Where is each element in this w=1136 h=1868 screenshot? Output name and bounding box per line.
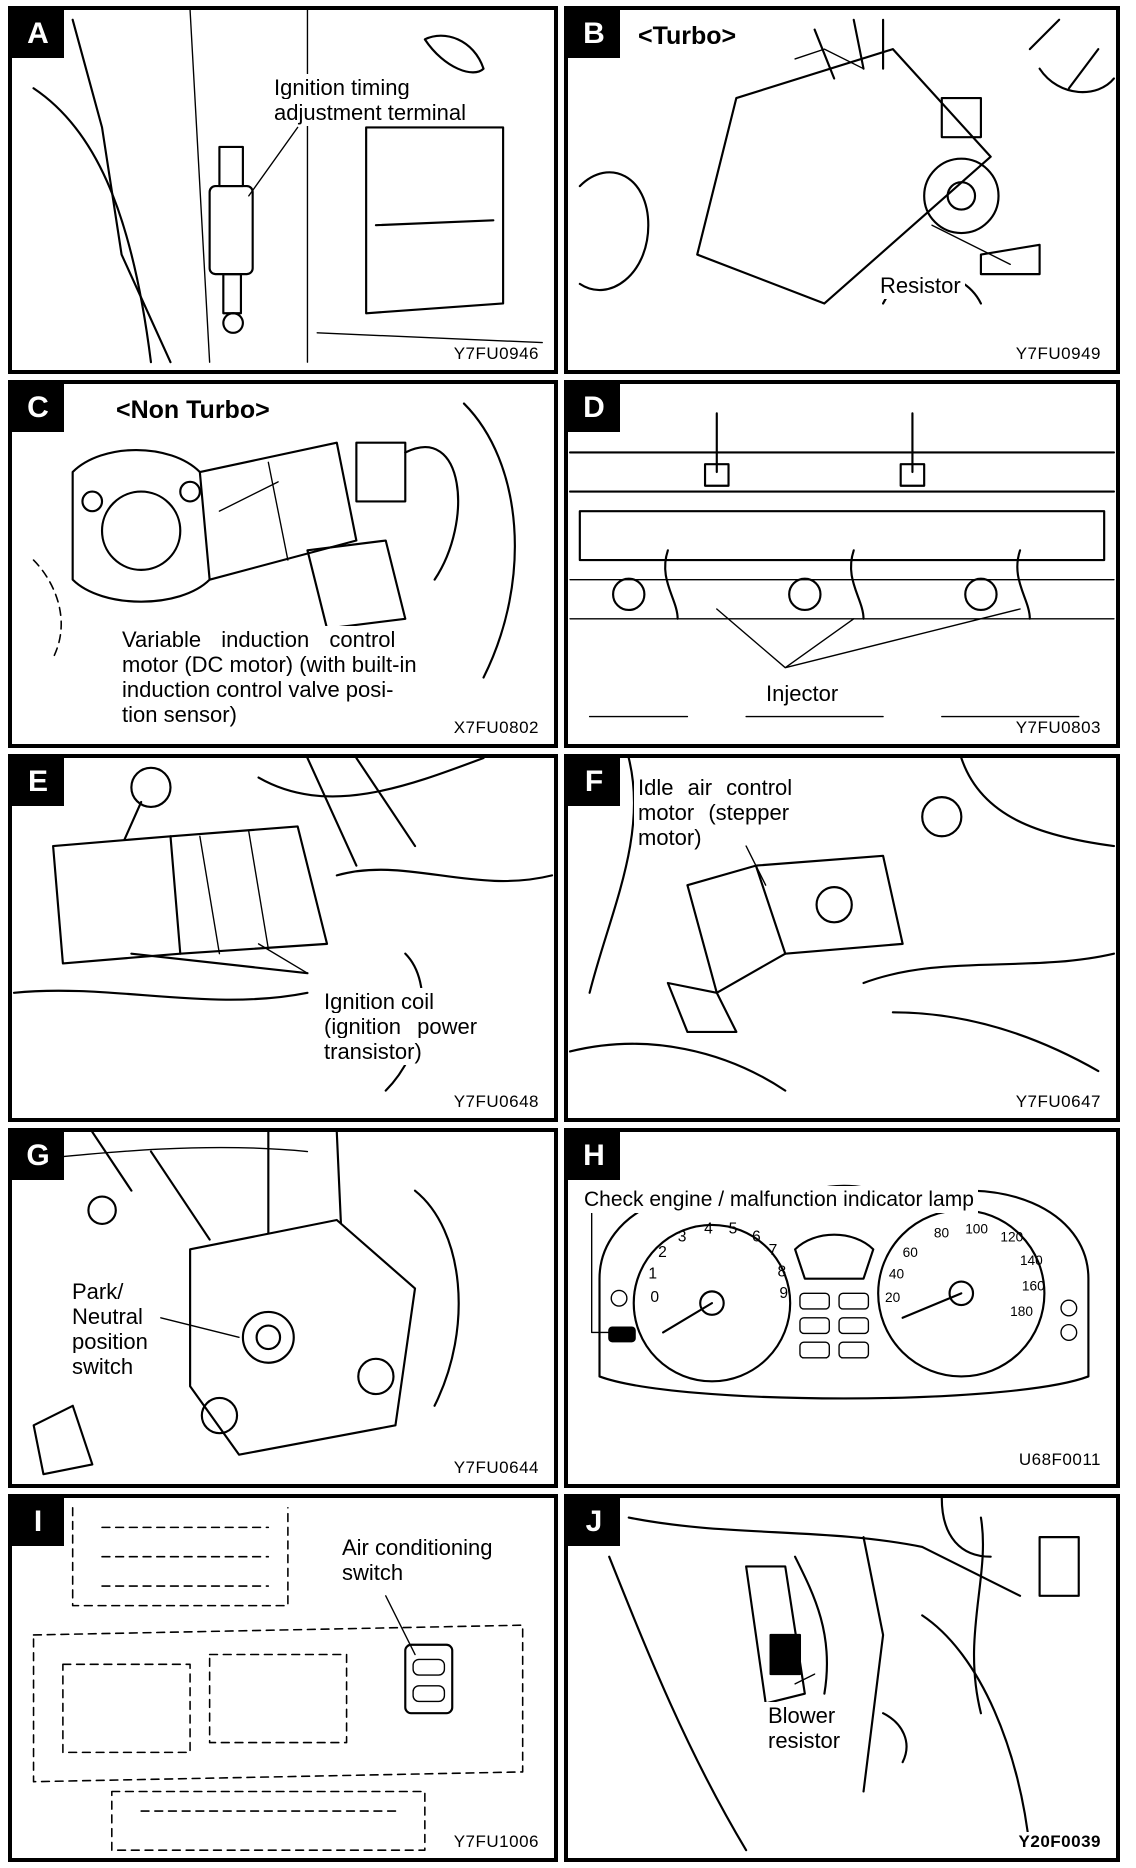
svg-text:180: 180 — [1010, 1304, 1033, 1319]
check-engine-label: Check engine / malfunction indicator lam… — [580, 1186, 978, 1213]
svg-text:5: 5 — [729, 1221, 738, 1238]
idle-air-label-line3: motor) — [634, 824, 706, 851]
ignition-coil-drawing — [12, 758, 554, 1092]
svg-text:9: 9 — [779, 1285, 788, 1302]
panel-e-code: Y7FU0648 — [450, 1092, 542, 1112]
panel-c-code: X7FU0802 — [450, 718, 542, 738]
svg-text:60: 60 — [903, 1245, 919, 1260]
svg-text:20: 20 — [885, 1290, 901, 1305]
panel-d-letter: D — [568, 384, 620, 432]
resistor-label: Resistor — [876, 272, 965, 299]
blower-resistor-label-line2: resistor — [764, 1727, 845, 1754]
park-neutral-switch-drawing — [13, 1132, 460, 1476]
air-conditioning-switch-drawing — [32, 1507, 524, 1851]
instrument-cluster-drawing: 2 3 4 5 6 7 8 9 1 0 60 80 100 120 140 16… — [591, 1184, 1090, 1400]
injector-drawing — [568, 412, 1116, 718]
idle-air-label-line1: Idle air control — [634, 774, 797, 801]
svg-text:80: 80 — [934, 1226, 950, 1241]
ignition-timing-terminal-drawing — [32, 10, 543, 364]
turbo-subtitle: <Turbo> — [634, 22, 741, 51]
panel-e: E Ignition coil (ignition power transist… — [8, 754, 558, 1122]
panel-f-code: Y7FU0647 — [1012, 1092, 1104, 1112]
svg-text:0: 0 — [650, 1289, 659, 1306]
panel-b-code: Y7FU0949 — [1012, 344, 1104, 364]
svg-text:6: 6 — [752, 1229, 761, 1246]
panel-h-code: U68F0011 — [1015, 1450, 1104, 1470]
panel-g-code: Y7FU0644 — [450, 1458, 542, 1478]
ignition-timing-label-line1: Ignition timing — [270, 74, 414, 101]
panel-i-letter: I — [12, 1498, 64, 1546]
panel-f-letter: F — [568, 758, 620, 806]
panel-b: B <Turbo> Resistor Y7FU0949 — [564, 6, 1120, 374]
panel-e-letter: E — [12, 758, 64, 806]
panel-a-letter: A — [12, 10, 64, 58]
svg-text:40: 40 — [889, 1267, 905, 1282]
ignition-coil-label-line1: Ignition coil — [320, 988, 439, 1015]
panel-c-letter: C — [12, 384, 64, 432]
panel-g-letter: G — [12, 1132, 64, 1180]
idle-air-control-drawing — [568, 758, 1116, 1092]
ignition-coil-label-line2: (ignition power — [320, 1013, 482, 1040]
panel-g: G Park/ Neutral position switch Y7FU0644 — [8, 1128, 558, 1488]
panel-b-letter: B — [568, 10, 620, 58]
injector-label: Injector — [762, 680, 843, 707]
svg-text:120: 120 — [1000, 1230, 1023, 1245]
svg-text:160: 160 — [1022, 1278, 1045, 1293]
induction-motor-label-line3: induction control valve posi- — [118, 676, 398, 703]
panel-f: F Idle air control motor (stepper motor)… — [564, 754, 1120, 1122]
ignition-coil-label-line3: transistor) — [320, 1038, 426, 1065]
panel-a: A Ignition timing adjustment terminal Y7… — [8, 6, 558, 374]
idle-air-label-line2: motor (stepper — [634, 799, 794, 826]
svg-text:7: 7 — [769, 1242, 778, 1259]
induction-motor-label-line4: tion sensor) — [118, 701, 241, 728]
panel-j: J Blower resistor Y20F0039 — [564, 1494, 1120, 1862]
panel-j-letter: J — [568, 1498, 620, 1546]
variable-induction-motor-drawing — [32, 402, 516, 679]
induction-motor-label-line1: Variable induction control — [118, 626, 400, 653]
panel-h: 2 3 4 5 6 7 8 9 1 0 60 80 100 120 140 16… — [564, 1128, 1120, 1488]
svg-text:140: 140 — [1020, 1253, 1043, 1268]
check-engine-lamp-icon — [608, 1326, 636, 1343]
svg-text:4: 4 — [704, 1221, 713, 1238]
park-neutral-label-line2: Neutral — [68, 1303, 147, 1330]
panel-d-code: Y7FU0803 — [1012, 718, 1104, 738]
air-conditioning-label-line1: Air conditioning — [338, 1534, 497, 1561]
panel-j-code: Y20F0039 — [1015, 1832, 1104, 1852]
panel-i-code: Y7FU1006 — [450, 1832, 542, 1852]
svg-text:100: 100 — [965, 1222, 988, 1237]
ignition-timing-label-line2: adjustment terminal — [270, 99, 470, 126]
park-neutral-label-line1: Park/ — [68, 1278, 128, 1305]
svg-text:3: 3 — [678, 1229, 687, 1246]
svg-text:1: 1 — [648, 1266, 657, 1283]
panel-h-letter: H — [568, 1132, 620, 1180]
tachometer-icon — [632, 1223, 792, 1383]
air-conditioning-label-line2: switch — [338, 1559, 408, 1586]
svg-text:8: 8 — [777, 1264, 786, 1281]
panel-d: D Injector Y7FU0803 — [564, 380, 1120, 748]
panel-a-code: Y7FU0946 — [450, 344, 542, 364]
panel-i: I Air conditioning switch Y7FU1006 — [8, 1494, 558, 1862]
resistor-drawing — [578, 18, 1116, 305]
park-neutral-label-line3: position — [68, 1328, 152, 1355]
induction-motor-label-line2: motor (DC motor) (with built-in — [118, 651, 421, 678]
blower-resistor-label-line1: Blower — [764, 1702, 840, 1729]
panel-c: C <Non Turbo> Variable induction control… — [8, 380, 558, 748]
blower-resistor-drawing — [608, 1498, 1080, 1852]
non-turbo-subtitle: <Non Turbo> — [112, 396, 274, 425]
svg-text:2: 2 — [658, 1244, 667, 1261]
park-neutral-label-line4: switch — [68, 1353, 138, 1380]
